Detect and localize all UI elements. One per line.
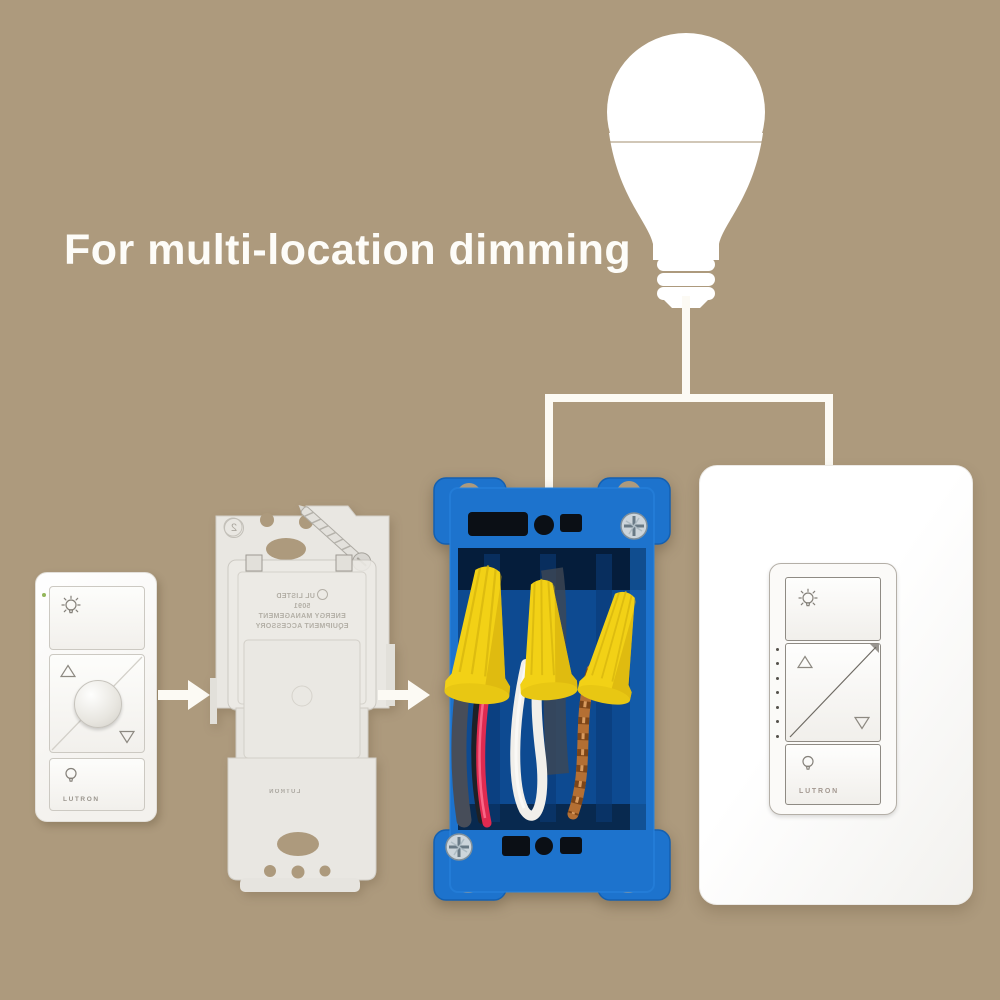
bulb-off-icon [65,767,77,782]
bracket-lutron-logo: LUTRON [268,789,301,795]
wall-dimmer-plate: LUTRON [699,465,973,905]
connector-line-to-box [545,394,553,512]
led-indicator [776,691,779,694]
raise-icon [60,664,76,678]
led-indicator [776,720,779,723]
led-indicator [776,662,779,665]
box-screw [620,512,648,540]
mounting-bracket [210,504,395,892]
step-number: 2 [230,522,238,534]
dimmer-on-button [785,577,881,641]
connector-line-horizontal [545,394,833,402]
connector-line-bulb [682,296,690,398]
headline: For multi-location dimming [64,226,632,274]
rocker-diagonal [789,644,879,738]
raise-icon [797,655,813,669]
bulb-off-icon [802,755,814,770]
led-indicator-column [770,564,782,814]
step-number-badge: 2 [224,518,244,538]
lutron-logo: LUTRON [799,788,839,795]
dimmer-rocker [785,643,881,742]
junction-box [433,477,671,901]
pico-on-button [49,586,145,650]
led-indicator [776,648,779,651]
dimmer-off-button: LUTRON [785,744,881,805]
led-indicator [776,706,779,709]
bracket-certification-text: UL LISTED 5091 ENERGY MANAGEMENT EQUIPME… [240,589,364,632]
pico-dim-rocker [49,654,145,753]
bulb-on-icon [61,595,81,614]
ul-logo [316,589,328,600]
arrow-right-icon [378,680,430,710]
wire-nut [444,565,511,705]
wire-nut [577,591,636,705]
lower-icon [854,716,870,730]
led-indicator [776,677,779,680]
light-bulb-icon [607,33,765,308]
wire-nut [520,578,578,701]
pico-off-button: LUTRON [49,758,145,811]
lutron-logo: LUTRON [63,796,100,803]
led-indicator [776,735,779,738]
lower-icon [119,730,135,744]
connector-line-to-dimmer [825,394,833,468]
status-led [42,593,46,597]
box-screw [445,833,473,861]
arrow-right-icon [158,680,210,710]
dimmer-switch: LUTRON [769,563,897,815]
bulb-on-icon [798,588,818,607]
pico-remote: LUTRON [35,572,157,822]
favorite-button [74,680,122,728]
